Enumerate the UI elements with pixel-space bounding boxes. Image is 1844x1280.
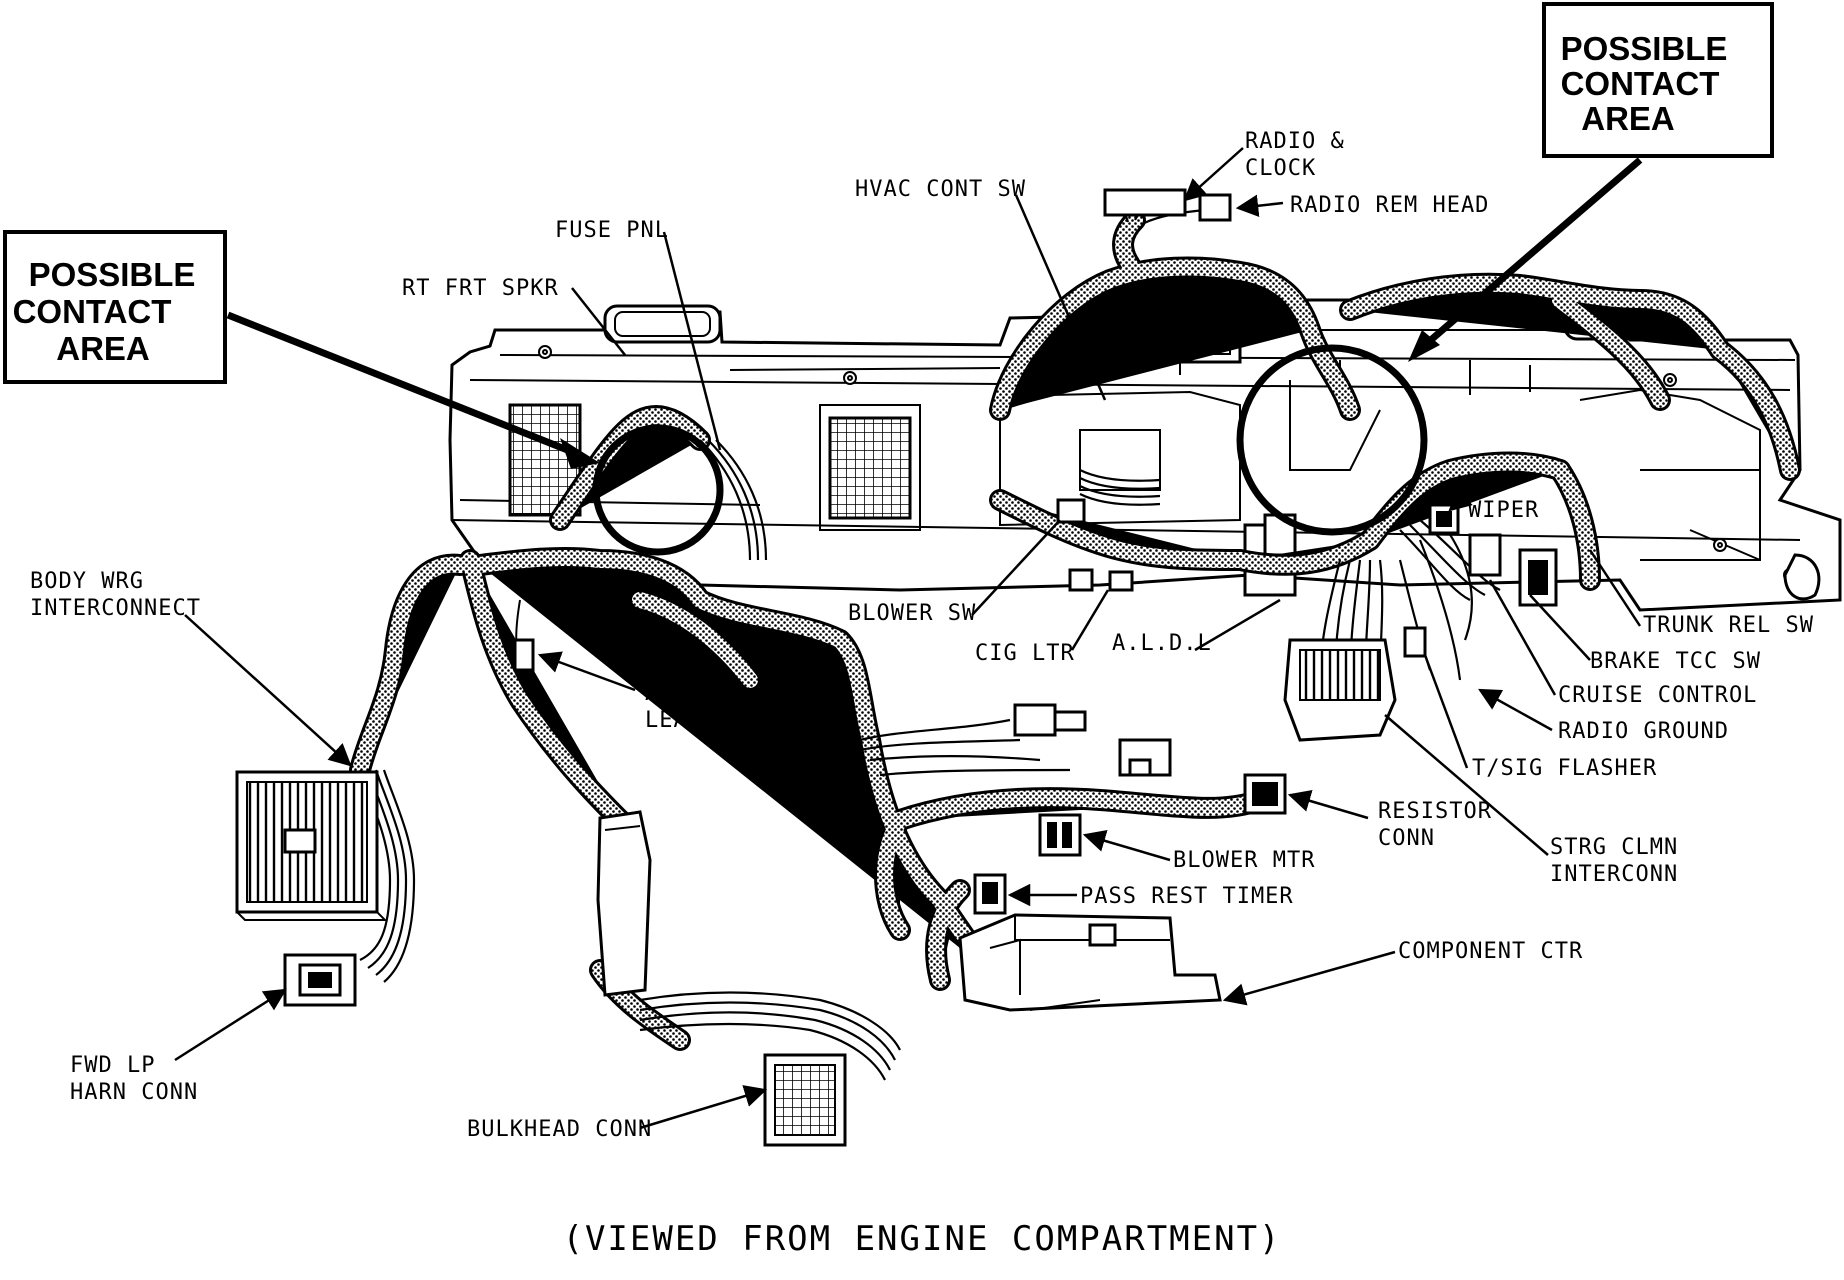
label-fwd-lp-1: FWD LP [70,1053,155,1078]
contact-area-circles [592,344,1428,556]
label-antenna-1: ANTENNA [645,681,745,706]
label-fwd-lp-2: HARN CONN [70,1080,198,1105]
label-body-wrg-2: INTERCONNECT [30,596,201,621]
diagram-caption: (VIEWED FROM ENGINE COMPARTMENT) [562,1219,1281,1259]
label-radio-rem-head: RADIO REM HEAD [1290,193,1489,218]
callout-right-line1: POSSIBLE [1561,30,1728,67]
tsig-flasher-block [1403,626,1427,658]
callout-box-right: POSSIBLE CONTACT AREA [1542,2,1774,158]
label-resistor-1: RESISTOR [1378,799,1492,824]
bulkhead-connector [763,1053,847,1147]
callout-right-line2: CONTACT [1561,65,1720,102]
body-wrg-interconnect-block [235,770,388,921]
label-radio-clock-2: CLOCK [1245,156,1316,181]
label-aldl: A.L.D.L [1112,631,1212,656]
label-blower-mtr: BLOWER MTR [1173,848,1315,873]
free-connectors [1013,703,1172,777]
callout-left-line2: CONTACT [13,293,172,330]
label-fuse-pnl: FUSE PNL [555,218,669,243]
blower-mtr-connector [1038,813,1082,857]
component-labels: RADIO & CLOCK RADIO REM HEAD HVAC CONT S… [30,129,1814,1142]
callout-right-arrowhead [1408,330,1440,362]
cruise-control-connector [1468,533,1502,577]
component-center [958,913,1222,1012]
resistor-connector [1243,773,1287,815]
label-antenna-2: LEAD [645,708,702,733]
label-rt-frt-spkr: RT FRT SPKR [402,276,559,301]
label-leaders [174,147,1642,1130]
blower-sw-connector [1056,498,1086,524]
callout-left-line1: POSSIBLE [29,256,196,293]
wire-breakouts [358,200,1501,1081]
label-strg-clmn-1: STRG CLMN [1550,835,1678,860]
label-cruise-control: CRUISE CONTROL [1558,683,1757,708]
label-strg-clmn-2: INTERCONN [1550,862,1678,887]
label-ws-wiper-1: W/S [1468,471,1511,496]
label-hvac-cont-sw: HVAC CONT SW [855,177,1026,202]
label-brake-tcc-sw: BRAKE TCC SW [1590,649,1761,674]
pass-rest-timer [973,873,1007,915]
callout-right-line3: AREA [1581,100,1675,137]
callout-left-line3: AREA [56,330,150,367]
radio-clock-connector [1103,188,1232,222]
label-resistor-2: CONN [1378,826,1435,851]
brake-tcc-sw-block [1518,548,1558,607]
label-component-ctr: COMPONENT CTR [1398,939,1583,964]
components [235,188,1558,1147]
label-blower-sw: BLOWER SW [848,601,976,626]
label-radio-clock-1: RADIO & [1245,129,1345,154]
label-bulkhead-conn: BULKHEAD CONN [467,1117,652,1142]
right-contact-circle [1236,344,1428,536]
label-tsig-flasher: T/SIG FLASHER [1472,756,1657,781]
antenna-module [596,810,652,997]
callout-left-arrowhead [560,438,600,469]
left-contact-circle [592,424,724,556]
label-cig-ltr: CIG LTR [975,641,1075,666]
cig-ltr-connector [1068,568,1134,592]
callout-right-pointer [1422,157,1643,348]
label-body-wrg-1: BODY WRG [30,569,144,594]
label-radio-ground: RADIO GROUND [1558,719,1729,744]
label-pass-rest-timer: PASS REST TIMER [1080,884,1294,909]
ws-wiper-connector [1428,503,1460,535]
fwd-lp-harn-conn-block [283,953,357,1007]
callout-left-pointer [226,311,582,459]
label-ws-wiper-2: WIPER [1468,498,1539,523]
label-trunk-rel-sw: TRUNK REL SW [1643,613,1814,638]
callout-box-left: POSSIBLE CONTACT AREA [3,230,227,384]
strg-clmn-interconn-block [1283,638,1397,742]
antenna-lead-connector [513,599,535,672]
